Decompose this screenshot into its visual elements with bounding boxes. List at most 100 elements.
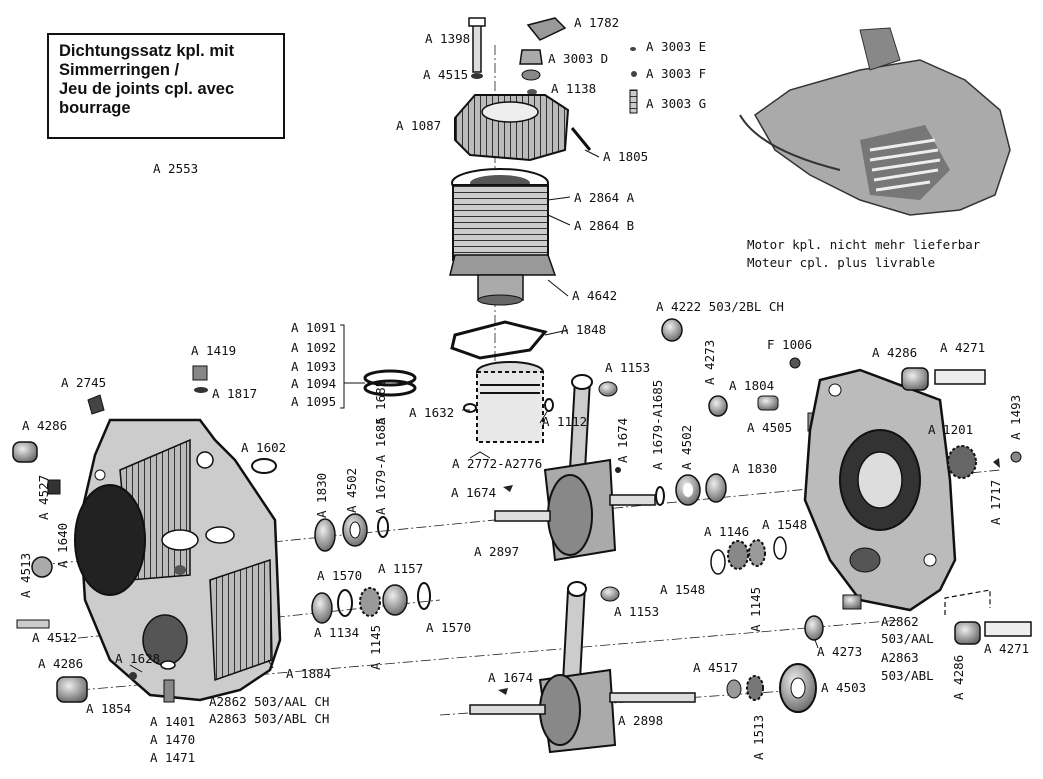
crankshaft-a2898: [469, 581, 696, 754]
vlabel-a4513: A 4513: [18, 553, 33, 598]
label-a1201: A 1201: [928, 422, 973, 437]
cylinder-head-a1087: [454, 94, 592, 162]
label-a3003e: A 3003 E: [646, 39, 706, 54]
label-a2745: A 2745: [61, 375, 106, 390]
label-a1092: A 1092: [291, 340, 336, 355]
vlabel-a1717: A 1717: [988, 480, 1003, 525]
label-a2864a: A 2864 A: [574, 190, 635, 205]
seal-a1830-left: [314, 518, 336, 552]
part-a1854: [129, 672, 137, 680]
label-a1804: A 1804: [729, 378, 774, 393]
label-a4286-top-right: A 4286: [872, 345, 917, 360]
bushing-a4273-bottom: [804, 615, 824, 641]
bearing-a1157: [382, 584, 408, 616]
label-a3003g: A 3003 G: [646, 96, 706, 111]
gear-a1201: [947, 445, 977, 479]
vlabel-a4273: A 4273: [702, 340, 717, 385]
bushing-a4286-top-right: [901, 367, 929, 391]
gear-a1146: [727, 540, 749, 570]
label-a4286-bottom-left: A 4286: [38, 656, 83, 671]
label-a1138: A 1138: [551, 81, 596, 96]
label-a2772: A 2772-A2776: [452, 456, 542, 471]
vlabel-a4286: A 4286: [951, 655, 966, 700]
vlabel-a1493: A 1493: [1008, 395, 1023, 440]
label-a2862-ch: A2862 503/AAL CH: [209, 694, 329, 709]
vlabel-a1145-left: A 1145: [368, 625, 383, 670]
rings-a1091: [363, 369, 417, 397]
vlabel-a4527: A 4527: [36, 475, 51, 520]
pin-a4512: [16, 619, 50, 629]
vlabel-a1513: A 1513: [751, 715, 766, 760]
gasket-set-info-box: Dichtungssatz kpl. mit Simmerringen / Je…: [47, 33, 285, 139]
bolt-a1398: [468, 17, 486, 73]
plug-a1419: [192, 365, 208, 381]
small-parts-a3003: [629, 47, 638, 114]
base-gasket-a1848: [450, 320, 548, 360]
label-a1153-bottom: A 1153: [614, 604, 659, 619]
label-a1632: A 1632: [409, 405, 454, 420]
bearing-a1153-top: [598, 381, 618, 397]
label-a1398: A 1398: [425, 31, 470, 46]
label-a1112: A 1112: [542, 414, 587, 429]
info-line-3: Jeu de joints cpl. avec: [59, 80, 235, 98]
label-a1805: A 1805: [603, 149, 648, 164]
label-a1602: A 1602: [241, 440, 286, 455]
sleeve-a4271-bottom: [984, 621, 1032, 637]
label-a1570-top: A 1570: [317, 568, 362, 583]
label-a1091: A 1091: [291, 320, 336, 335]
label-a2863-ch: A2863 503/ABL CH: [209, 711, 329, 726]
bearing-a4502-left: [342, 513, 368, 547]
screw-f1006: [789, 357, 801, 369]
gear-a1145-left: [359, 587, 381, 617]
vlabel-a1685: A 1685: [373, 380, 388, 425]
label-a4271-top: A 4271: [940, 340, 985, 355]
part-a2745: [87, 394, 105, 415]
washer-a1548-left: [710, 549, 726, 575]
label-a1095: A 1095: [291, 394, 336, 409]
ring-a1570-right: [417, 582, 431, 610]
washer-a1817: [194, 387, 208, 393]
label-a1830-right: A 1830: [732, 461, 777, 476]
label-a1674-bottom: A 1674: [488, 670, 533, 685]
label-a1087: A 1087: [396, 118, 441, 133]
bolt-a1401: [163, 679, 175, 703]
gear-a1145-right: [748, 539, 766, 567]
label-a4512: A 4512: [32, 630, 77, 645]
key-a1674-left: [503, 485, 513, 492]
bracket-dashed: [944, 589, 991, 615]
info-line-2: Simmerringen /: [59, 61, 180, 79]
label-a4515: A 4515: [423, 67, 468, 82]
label-503-abl: 503/ABL: [881, 668, 934, 683]
part-a4527: [47, 479, 61, 495]
bearing-a4502-right: [675, 474, 701, 506]
bearing-a4503: [779, 663, 817, 713]
label-a1848: A 1848: [561, 322, 606, 337]
vlabel-a4502-right: A 4502: [679, 425, 694, 470]
vlabel-a1674: A 1674: [615, 418, 630, 463]
label-a1093: A 1093: [291, 359, 336, 374]
label-a1471: A 1471: [150, 750, 195, 765]
leader-lines: [129, 149, 819, 673]
label-503-aal: 503/AAL: [881, 631, 934, 646]
label-a1470: A 1470: [150, 732, 195, 747]
plug-a4513: [31, 556, 53, 578]
label-a1674-left: A 1674: [451, 485, 496, 500]
motor-photo: [739, 27, 1011, 216]
bearing-a4222: [661, 318, 683, 342]
label-a3003f: A 3003 F: [646, 66, 706, 81]
label-a4642: A 4642: [572, 288, 617, 303]
label-a4286-top-left: A 4286: [22, 418, 67, 433]
vlabel-a1679-a1685-right: A 1679-A1685: [650, 380, 665, 470]
vlabel-a1640: A 1640: [55, 523, 70, 568]
label-a1401: A 1401: [150, 714, 195, 729]
motor-note-line-2: Moteur cpl. plus livrable: [747, 255, 936, 270]
vlabel-a1145-right: A 1145: [748, 587, 763, 632]
label-a4505: A 4505: [747, 420, 792, 435]
sleeve-a4271-top: [934, 369, 986, 385]
label-a2898: A 2898: [618, 713, 663, 728]
label-a1548-bottom: A 1548: [660, 582, 705, 597]
nut-a3003d: [519, 49, 543, 81]
washer-a1138: [527, 89, 537, 95]
